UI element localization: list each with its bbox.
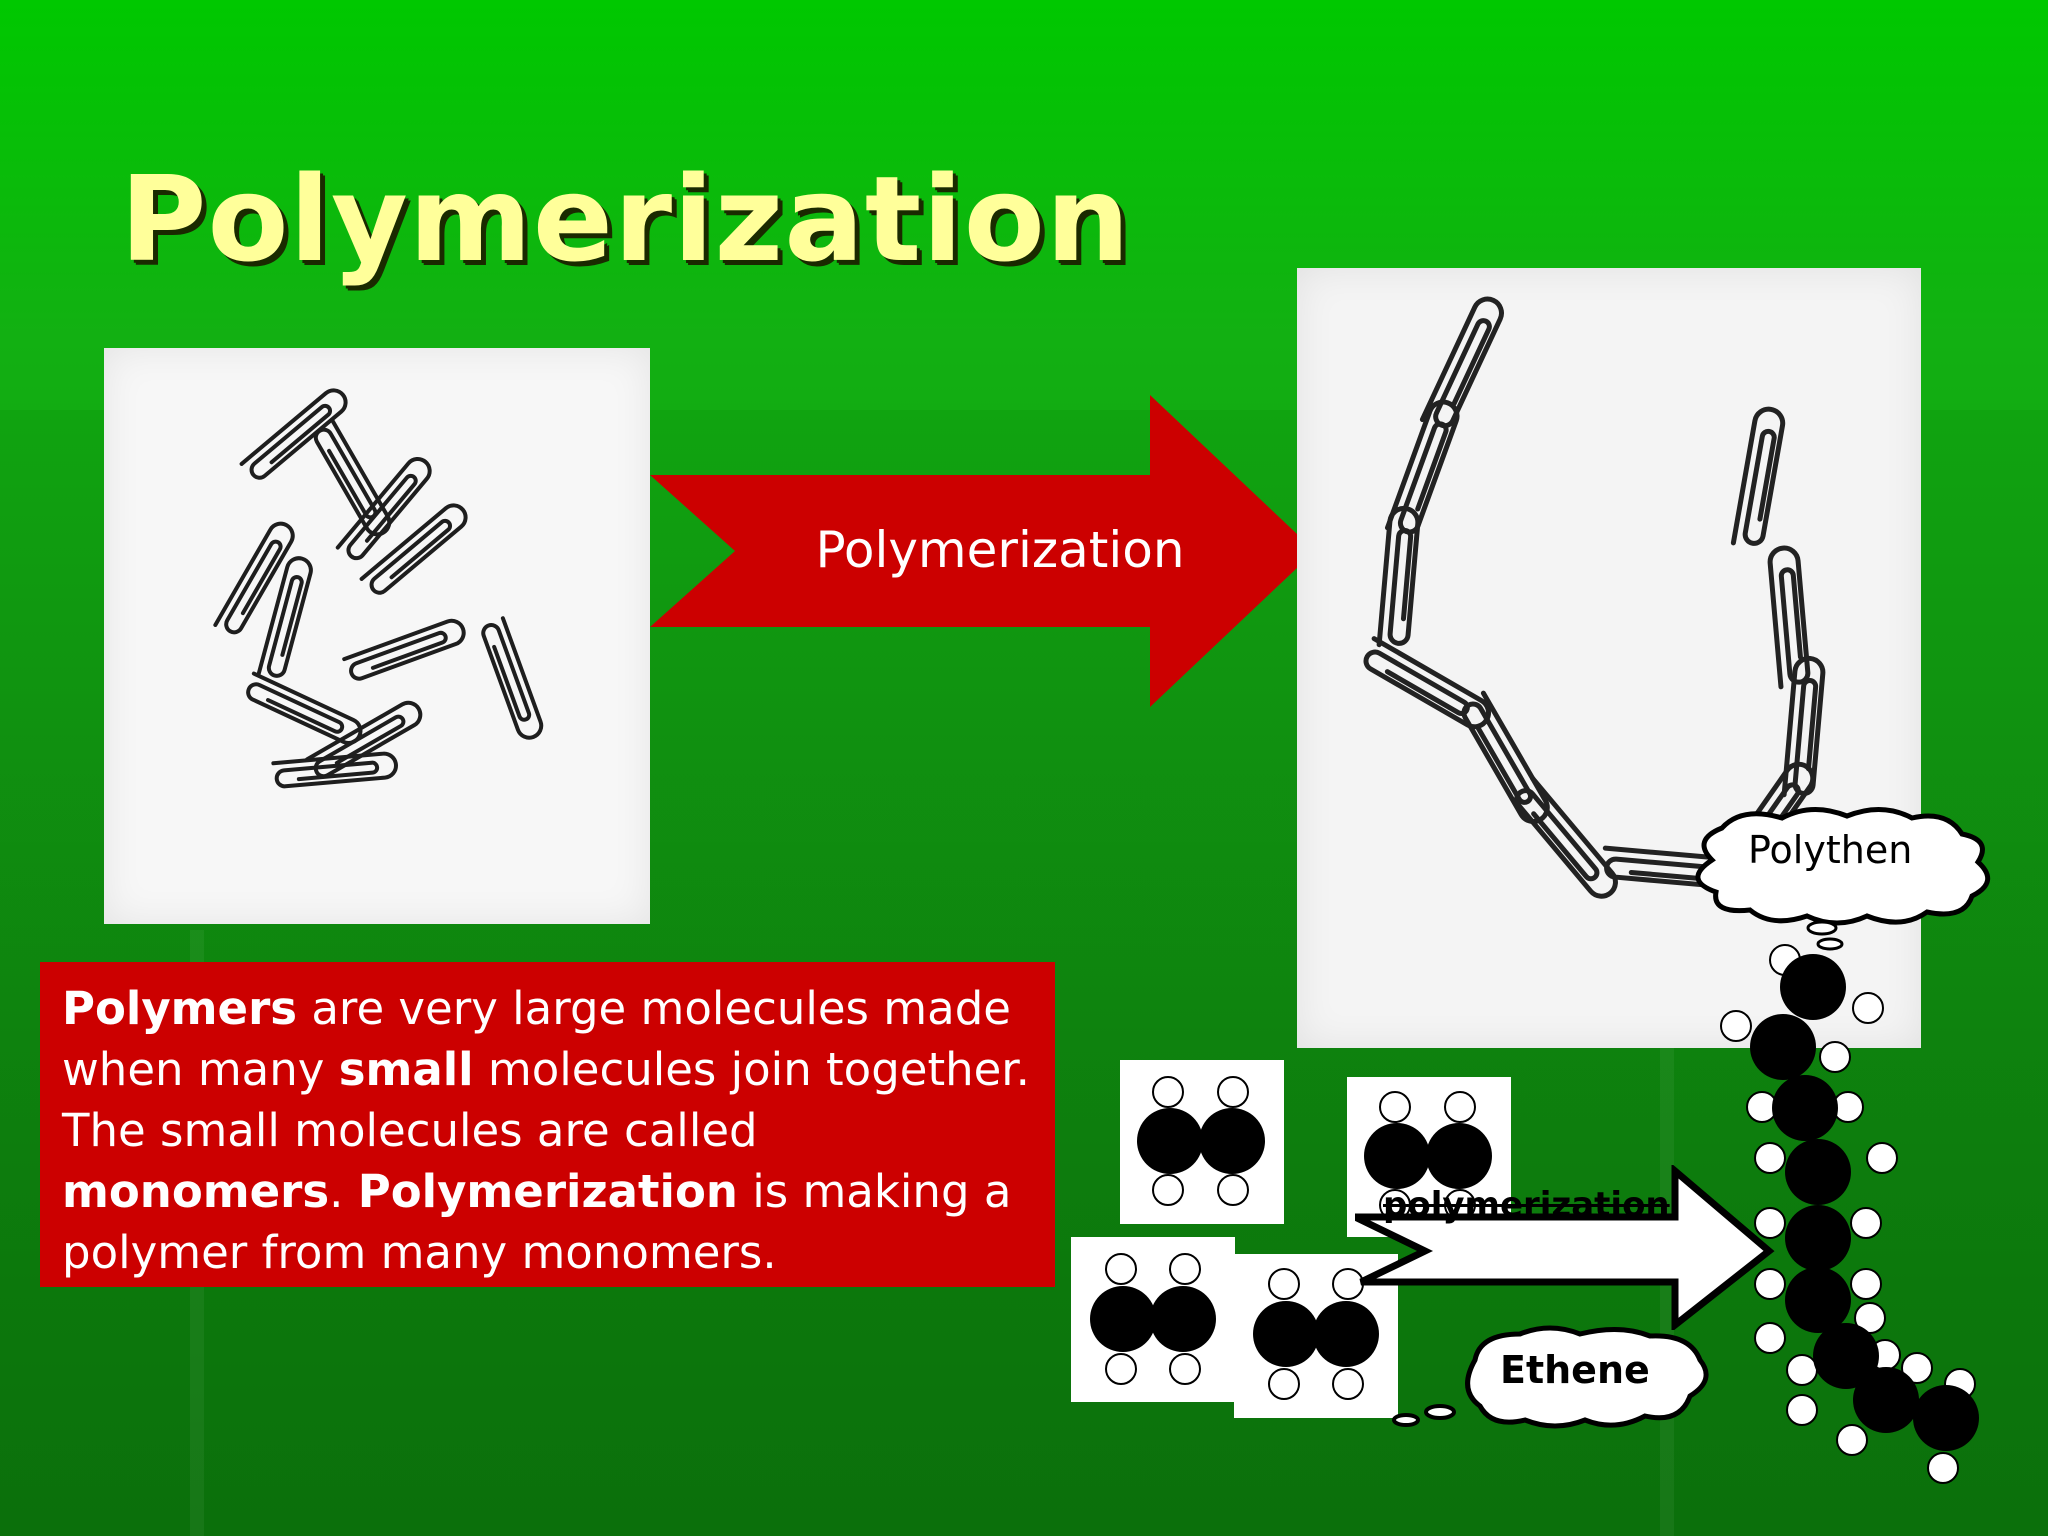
ethene-label: Ethene (1500, 1348, 1650, 1392)
polymerization-arrow: Polymerization (650, 395, 1315, 707)
term-small: small (338, 1043, 474, 1096)
slide-title: Polymerization (120, 150, 1131, 288)
text-fragment: . (329, 1165, 358, 1218)
text-fragment: are very large molecules made when many (62, 982, 1011, 1096)
text-fragment: molecules join together. The small molec… (62, 1043, 1030, 1157)
ethene-molecule-icon (1120, 1060, 1284, 1224)
definition-text: Polymers are very large molecules made w… (62, 978, 1033, 1283)
reaction-arrow: polymerization (1355, 1165, 1775, 1330)
reaction-arrow-label: polymerization (1383, 1185, 1670, 1225)
term-polymers: Polymers (62, 982, 298, 1035)
ethene-molecule-icon (1347, 1077, 1511, 1237)
paperclip-icon (213, 383, 547, 790)
loose-paperclips-image (104, 348, 650, 924)
ethene-callout: Ethene (1380, 1320, 1720, 1440)
text-fragment: is making a polymer from many monomers. (62, 1165, 1012, 1279)
polythen-callout: Polythen (1672, 800, 2004, 960)
definition-textbox: Polymers are very large molecules made w… (40, 962, 1055, 1287)
polythen-label: Polythen (1748, 828, 1913, 872)
ethene-molecule-icon (1071, 1237, 1235, 1402)
arrow-label: Polymerization (815, 521, 1185, 579)
term-polymerization: Polymerization (357, 1165, 738, 1218)
polyethene-chain-icon (1680, 900, 2020, 1490)
term-monomers: monomers (62, 1165, 330, 1218)
